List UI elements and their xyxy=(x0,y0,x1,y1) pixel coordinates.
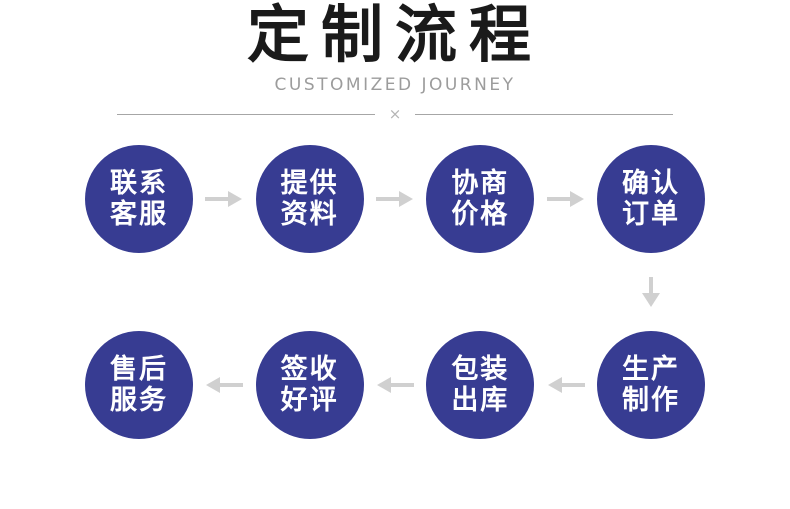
step-label-line: 协商 xyxy=(451,168,510,200)
header: 定制流程 CUSTOMIZED JOURNEY × xyxy=(0,0,790,123)
arrow-left-icon xyxy=(205,376,244,394)
arrow-right-icon xyxy=(375,190,414,208)
divider-line-right xyxy=(415,114,674,116)
divider-x-mark: × xyxy=(388,105,402,124)
step-negotiate-price: 协商 价格 xyxy=(426,145,535,254)
step-production: 生产 制作 xyxy=(596,331,705,440)
step-label-line: 联系 xyxy=(110,168,168,200)
step-pack-and-ship: 包装 出库 xyxy=(426,331,535,440)
step-label-line: 客服 xyxy=(110,199,168,231)
divider-line-left xyxy=(117,114,375,116)
flow-row-top: 联系 客服 提供 资料 协商 价格 确认 订单 xyxy=(85,145,705,254)
page-title: 定制流程 xyxy=(246,0,543,71)
step-label-line: 价格 xyxy=(451,199,510,231)
step-confirm-order: 确认 订单 xyxy=(596,145,705,254)
arrow-right-icon xyxy=(205,190,243,208)
step-provide-materials: 提供 资料 xyxy=(255,145,364,254)
arrow-down-icon xyxy=(642,276,660,308)
step-label-line: 服务 xyxy=(110,385,168,417)
divider: × xyxy=(117,105,674,124)
flow-diagram: 联系 客服 提供 资料 协商 价格 确认 订单 xyxy=(85,145,705,440)
step-label-line: 好评 xyxy=(280,385,339,417)
step-after-sales-service: 售后 服务 xyxy=(85,331,193,440)
step-label-line: 制作 xyxy=(621,385,680,417)
step-label-line: 提供 xyxy=(280,168,339,200)
step-label-line: 资料 xyxy=(280,199,339,231)
step-label-line: 签收 xyxy=(280,354,339,386)
step-label-line: 订单 xyxy=(621,199,680,231)
step-label-line: 售后 xyxy=(110,354,168,386)
step-label-line: 包装 xyxy=(451,354,510,386)
step-label-line: 确认 xyxy=(621,168,680,200)
flow-row-bottom: 售后 服务 签收 好评 包装 出库 生产 制作 xyxy=(85,331,705,440)
arrow-right-icon xyxy=(546,190,585,208)
step-label-line: 出库 xyxy=(451,385,510,417)
step-label-line: 生产 xyxy=(621,354,680,386)
step-sign-good-review: 签收 好评 xyxy=(255,331,364,440)
page-subtitle: CUSTOMIZED JOURNEY xyxy=(274,75,516,96)
arrow-left-icon xyxy=(376,376,414,394)
arrow-left-icon xyxy=(547,376,585,394)
flow-row-connector xyxy=(85,253,705,331)
step-contact-service: 联系 客服 xyxy=(85,145,193,254)
